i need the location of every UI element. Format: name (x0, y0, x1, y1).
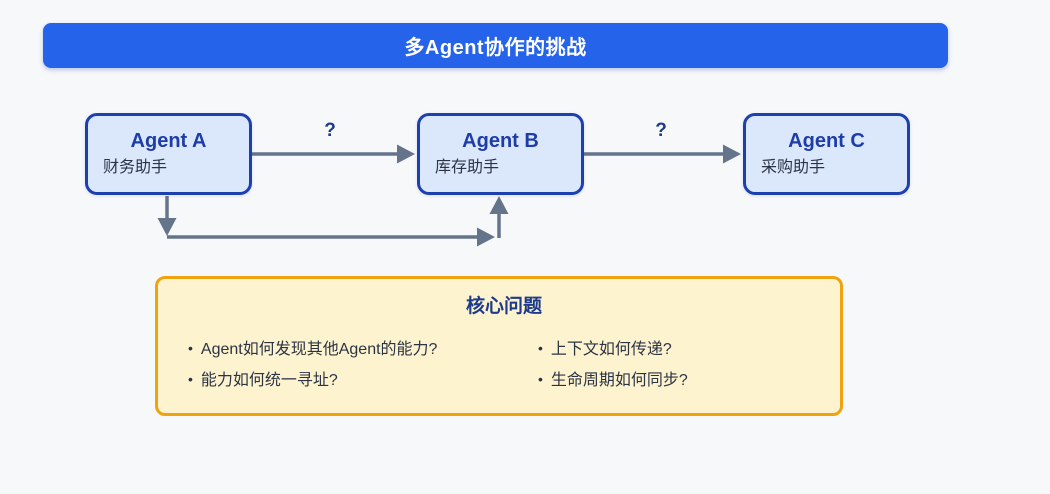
core-question-text: 生命周期如何同步? (550, 372, 688, 389)
diagram-title-bar: 多Agent协作的挑战 (43, 23, 948, 68)
core-questions-title: 核心问题 (465, 296, 542, 317)
page-title: 多Agent协作的挑战 (404, 37, 587, 59)
agent-c-subtitle: 采购助手 (761, 158, 826, 176)
core-questions-columns: • Agent如何发现其他Agent的能力? • 能力如何统一寻址? • 上下文… (188, 340, 820, 391)
feedback-down-head (157, 218, 177, 236)
core-question-text: 上下文如何传递? (550, 341, 672, 358)
agent-a-box: Agent A 财务助手 (85, 113, 252, 195)
list-item: • Agent如何发现其他Agent的能力? (188, 340, 538, 360)
agent-b-box: Agent B 库存助手 (417, 113, 584, 195)
core-questions-left-column: • Agent如何发现其他Agent的能力? • 能力如何统一寻址? (188, 340, 538, 391)
question-mark-b-c: ? (655, 120, 667, 141)
question-mark-a-b: ? (324, 120, 336, 141)
agent-c-box: Agent C 采购助手 (743, 113, 910, 195)
bullet-icon: • (188, 371, 193, 387)
bullet-icon: • (188, 340, 193, 356)
bullet-icon: • (538, 340, 543, 356)
agent-b-subtitle: 库存助手 (435, 158, 500, 176)
core-question-text: Agent如何发现其他Agent的能力? (200, 341, 438, 358)
arrow-a-to-b-head (397, 144, 415, 164)
agent-c-title: Agent C (788, 129, 865, 152)
agent-a-title: Agent A (130, 129, 207, 152)
list-item: • 生命周期如何同步? (538, 371, 820, 391)
list-item: • 能力如何统一寻址? (188, 371, 538, 391)
feedback-across-head (477, 227, 495, 247)
arrow-b-to-c-head (723, 144, 741, 164)
core-questions-right-column: • 上下文如何传递? • 生命周期如何同步? (538, 340, 820, 391)
core-questions-panel: 核心问题 • Agent如何发现其他Agent的能力? • 能力如何统一寻址? … (155, 276, 843, 416)
core-question-text: 能力如何统一寻址? (200, 372, 338, 389)
list-item: • 上下文如何传递? (538, 340, 820, 360)
feedback-up-head (489, 196, 509, 214)
agent-a-subtitle: 财务助手 (103, 158, 168, 176)
bullet-icon: • (538, 371, 543, 387)
agent-b-title: Agent B (462, 129, 539, 152)
